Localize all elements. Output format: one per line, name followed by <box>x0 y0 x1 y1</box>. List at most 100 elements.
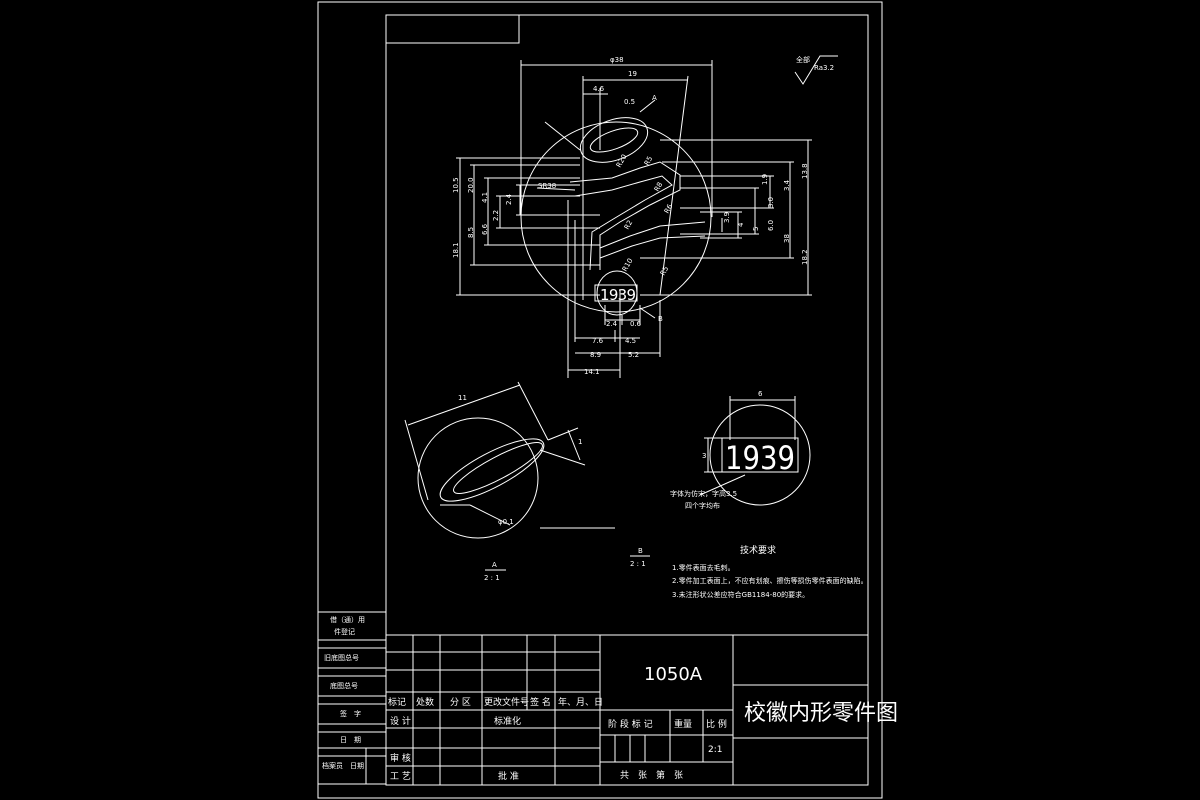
label-dimensions-d-2-2: 2.2 <box>492 210 500 221</box>
tech-req-item-1: 1.零件表面去毛刺。 <box>672 563 735 572</box>
label-dimensions-d-5-2: 5.2 <box>628 351 639 359</box>
label-dimensions-d-3-0: 3.0 <box>767 197 775 208</box>
label-title-block-h-date: 年、月、日 <box>558 696 603 708</box>
drawing-line <box>407 384 521 426</box>
drawing-shape <box>599 235 706 259</box>
side-label-1: 借（通）用 <box>330 615 365 624</box>
label-dimensions-d-2-4b: 2.4 <box>606 320 618 328</box>
detail-view-a: 11 1 φ0.1 A 2 : 1 <box>404 381 615 582</box>
drawing-line <box>699 474 746 496</box>
label-title-block-standard: 标准化 <box>494 715 521 727</box>
label-dimensions-d-20-0: 20.0 <box>467 177 475 193</box>
label-dimensions-d-R3: R8 <box>653 181 665 193</box>
detail-b-letter: B <box>638 547 643 555</box>
side-label-5: 签 字 <box>340 709 361 718</box>
drawing-shape <box>599 221 706 249</box>
side-label-7: 档案员 日期 <box>322 761 364 770</box>
label-dimensions-d-4: 4 <box>737 222 745 227</box>
label-dimensions-d-0-1: φ0.1 <box>498 518 514 526</box>
technical-requirements: 技术要求 1.零件表面去毛刺。 2.零件加工表面上，不应有划痕、擦伤等损伤零件表… <box>672 544 868 599</box>
code-box <box>385 14 520 44</box>
drawing-shape <box>453 442 543 494</box>
label-dimensions-d-A: A <box>652 94 657 102</box>
drawing-shape <box>317 611 387 785</box>
label-dimensions-d-3: 3 <box>702 452 706 460</box>
detail-a-circle <box>417 417 539 539</box>
label-dimensions-d-4-5: 4.5 <box>625 337 636 345</box>
drawing-shape <box>574 175 673 271</box>
label-title-block-design: 设 计 <box>390 715 411 727</box>
label-dimensions-d-0-6: 0.6 <box>630 320 642 328</box>
drawing-line <box>639 99 656 113</box>
detail-a-letter: A <box>492 561 497 569</box>
tech-req-item-3: 3.未注形状公差应符合GB1184-80的要求。 <box>672 590 809 599</box>
scale-value: 2:1 <box>708 745 722 755</box>
upper-ellipse <box>579 117 649 163</box>
label-dimensions-d-6-0: 6.0 <box>767 220 775 231</box>
font-note-line-1: 字体为仿宋，字高3.5 <box>670 489 737 498</box>
detail-b-circle <box>709 404 811 506</box>
drawing-line <box>639 307 656 319</box>
label-dimensions-d-6: 6 <box>758 390 763 398</box>
drawing-line <box>547 427 579 441</box>
label-title-block-weight: 重量 <box>674 718 692 730</box>
side-panel: 借（通）用 件登记 旧底图总号 底图总号 签 字 日 期 档案员 日期 <box>317 611 387 785</box>
label-dimensions-d-R: R20 <box>615 153 629 169</box>
roughness-symbol <box>794 55 838 85</box>
label-dimensions-d-8-5: 8.5 <box>467 227 475 238</box>
label-title-block-h-sign: 签 名 <box>530 696 551 708</box>
drawing-shape <box>589 127 639 153</box>
drawing-shape <box>721 437 799 473</box>
side-label-3: 旧底图总号 <box>324 653 359 662</box>
drawing-line <box>404 419 429 501</box>
side-label-4: 底图总号 <box>330 681 358 690</box>
label-dimensions-d-6-6: 6.6 <box>481 223 489 235</box>
label-dimensions-d-5: 5 <box>752 227 760 231</box>
drawing-line <box>539 449 586 466</box>
label-dimensions-d-14-1: 14.1 <box>584 368 600 376</box>
label-dimensions-d-top: φ38 <box>610 56 624 64</box>
label-dimensions-d-R4: R6 <box>663 202 675 215</box>
label-dimensions-d-2-4: 2.4 <box>505 193 513 205</box>
label-title-block-sheets: 共 张 第 张 <box>620 769 683 781</box>
side-label-6: 日 期 <box>340 736 361 744</box>
font-note-line-2: 四个字均布 <box>685 501 720 510</box>
label-dimensions-d-R5: R2 <box>623 219 635 231</box>
label-dimensions-d-13-8: 13.8 <box>801 163 809 179</box>
label-dimensions-d-3-9: 3.9 <box>723 212 731 223</box>
label-dimensions-d-R6: R10 <box>621 257 635 273</box>
label-dimensions-d-19: 19 <box>628 70 637 78</box>
drawing-shape <box>594 284 638 302</box>
label-dimensions-d-R7: R5 <box>659 265 671 277</box>
label-dimensions-d-8-9: 8.9 <box>590 351 601 359</box>
label-title-block-h-zone: 分 区 <box>450 697 471 708</box>
label-dimensions-d-18-2: 18.2 <box>801 249 809 265</box>
label-dimensions-d-0-5: 0.5 <box>624 98 635 106</box>
label-dimensions-d-1-9: 1.9 <box>761 174 769 185</box>
label-dimensions-d-4-1: 4.1 <box>481 192 489 203</box>
label-roughness-label: 全部 <box>796 55 810 64</box>
drawing-shape <box>439 438 545 502</box>
drawing-line <box>659 75 689 296</box>
label-dimensions-d-B: B <box>658 315 663 323</box>
tech-req-title: 技术要求 <box>740 544 776 556</box>
material: 1050A <box>644 664 703 685</box>
title-block: 1050A 校徽内形零件图 标记 处数 分 区 更改文件号 签 名 年、月、日 … <box>385 634 898 786</box>
part-name: 校徽内形零件图 <box>744 701 898 726</box>
label-dimensions-d-10-5: 10.5 <box>452 177 460 193</box>
detail-view-b: 1939 6 3 字体为仿宋，字高3.5 四个字均布 B 2 : 1 <box>630 390 811 568</box>
label-title-block-review: 审 核 <box>390 752 411 764</box>
label-dimensions-d-4-6: 4.6 <box>593 85 605 93</box>
label-title-block-h-doc: 更改文件号 <box>484 696 529 708</box>
tech-req-item-2: 2.零件加工表面上，不应有划痕、擦伤等损伤零件表面的缺陷。 <box>672 576 868 585</box>
detail-a-scale: 2 : 1 <box>484 574 500 582</box>
label-title-block-h-mark: 标记 <box>388 696 406 708</box>
label-dimensions-d-3-4: 3.4 <box>783 179 791 191</box>
label-dimensions-d-sr: SR38 <box>538 182 556 190</box>
engraving-main: 1939 <box>600 286 636 304</box>
label-title-block-approve: 批 准 <box>498 770 519 782</box>
label-dimensions-d-1: 1 <box>578 438 582 446</box>
drawing-line <box>567 429 581 461</box>
